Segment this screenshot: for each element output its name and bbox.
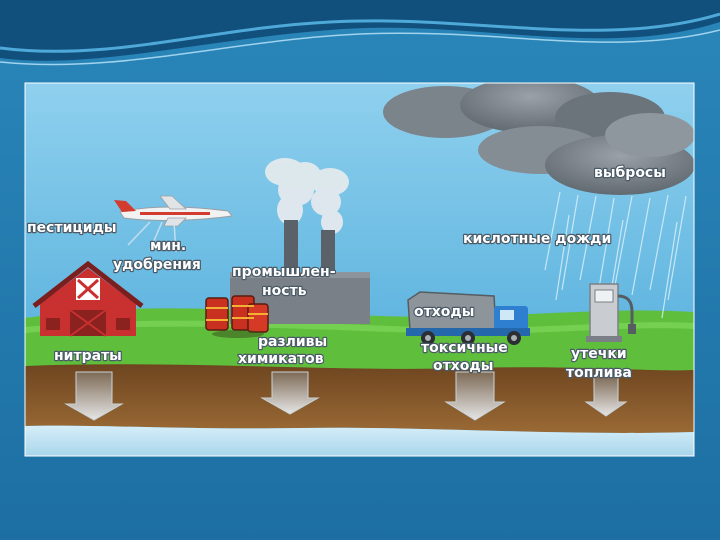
label-toxic-waste-1: токсичные [421,340,508,356]
label-industry-2: ность [262,283,307,299]
label-fertilizers-1: мин. [150,238,186,254]
barn-icon [32,260,144,337]
label-waste: отходы [414,304,474,320]
label-chem-spills-1: разливы [258,334,327,350]
truck-icon [406,291,530,345]
label-fuel-leaks-1: утечки [571,346,627,362]
label-pesticides: пестициды [27,220,117,236]
label-chem-spills-2: химикатов [238,351,324,367]
label-industry-1: промышлен- [232,264,336,280]
soil [25,364,694,433]
acid-rain-streaks [544,191,687,319]
label-acid-rain: кислотные дожди [463,231,611,247]
cloud-icon [383,83,694,195]
illustration-frame [24,82,695,457]
smoke-plume [265,158,349,234]
groundwater [25,425,694,456]
label-emissions: выбросы [594,165,666,181]
label-nitrates: нитраты [54,348,122,364]
label-fertilizers-2: удобрения [113,257,201,273]
label-fuel-leaks-2: топлива [566,365,632,381]
pollution-illustration: выбросы пестициды мин. удобрения промышл… [25,83,694,456]
airplane-icon [114,195,233,253]
seepage-arrow-icon [64,371,628,421]
barrel-icon [205,295,269,338]
fuel-pump-icon [586,283,636,342]
label-toxic-waste-2: отходы [433,358,493,374]
header-wave [0,0,720,66]
